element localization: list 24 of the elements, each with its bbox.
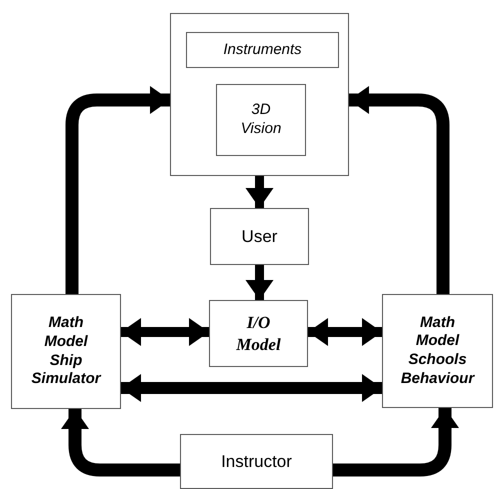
block-arrow <box>121 318 209 346</box>
node-label: Math Model Ship Simulator <box>30 314 102 389</box>
container-box <box>170 13 349 176</box>
block-arrow <box>121 374 382 402</box>
node-label: Math Model Schools Behaviour <box>400 314 476 388</box>
block-arrow <box>246 176 274 208</box>
block-arrow <box>349 86 450 294</box>
block-arrow <box>333 408 459 476</box>
block-arrow <box>66 86 170 294</box>
node-label: I/O Model <box>235 312 282 355</box>
process-box <box>209 300 308 367</box>
node-label: Instruments <box>223 40 302 60</box>
process-box <box>11 294 121 409</box>
process-box <box>382 294 493 408</box>
process-box <box>210 208 309 265</box>
process-box <box>186 32 339 68</box>
block-arrow <box>308 318 382 346</box>
node-label: 3D Vision <box>240 101 282 139</box>
process-box <box>180 434 333 489</box>
node-label: Instructor <box>221 450 292 472</box>
block-arrow <box>61 409 180 476</box>
node-label: User <box>242 226 278 248</box>
process-box <box>216 84 306 156</box>
block-arrow <box>246 265 274 300</box>
